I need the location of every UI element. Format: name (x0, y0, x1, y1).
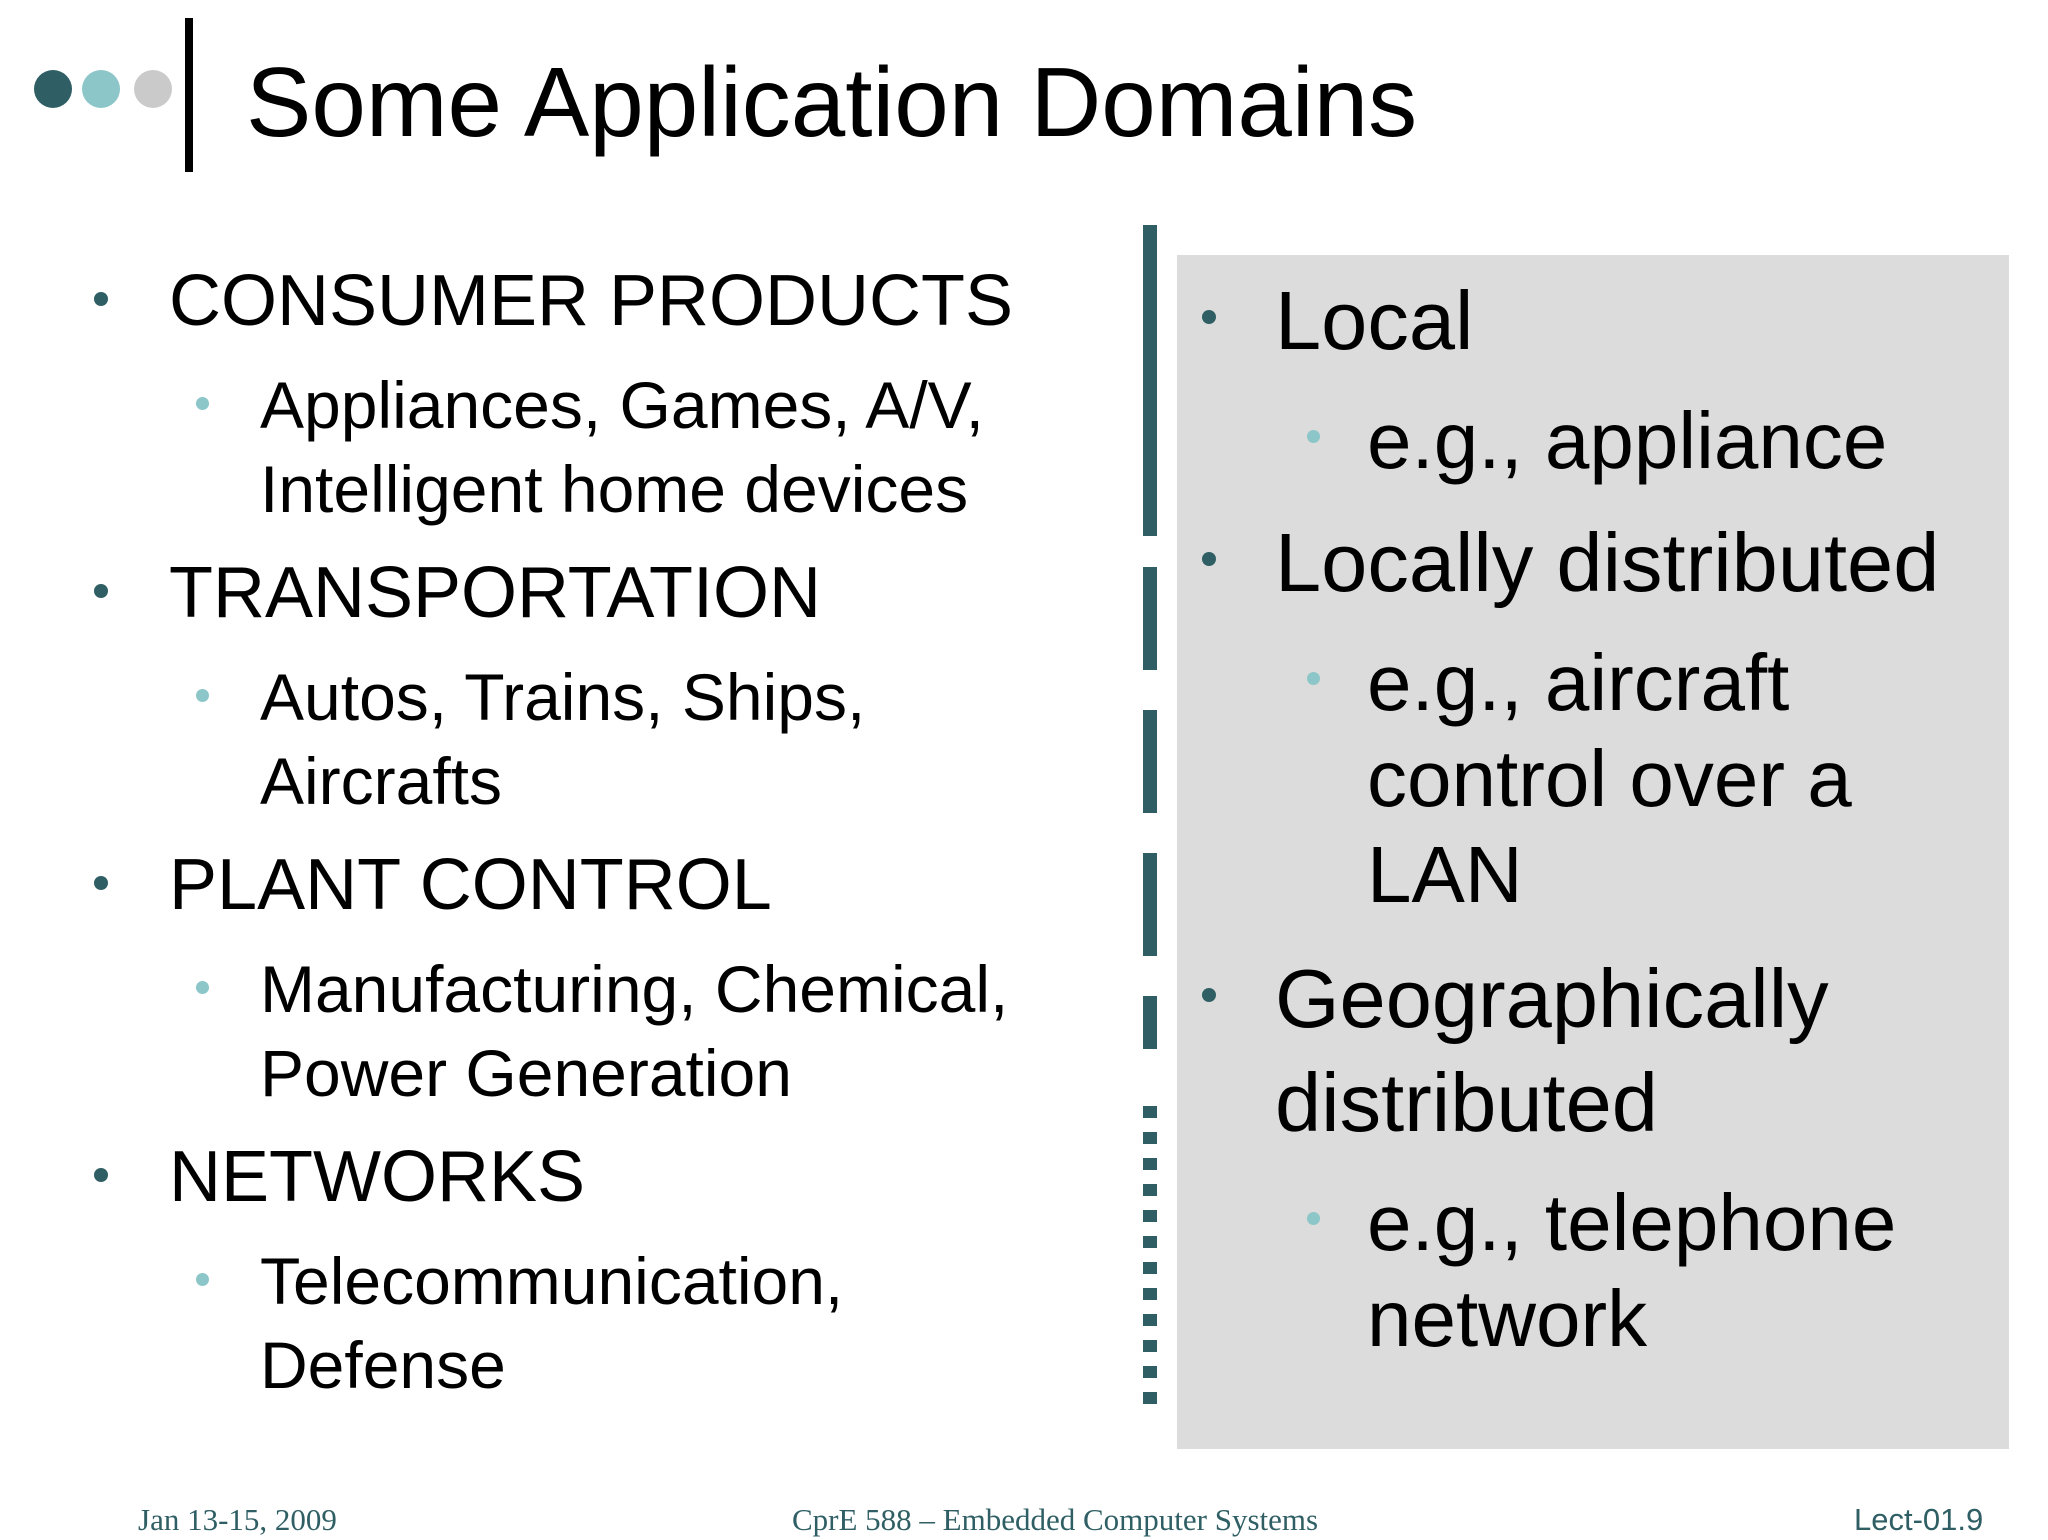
divider-bar (1143, 225, 1157, 536)
right-detail-line: e.g., telephone (1367, 1178, 1897, 1267)
decorative-dot-light-icon (82, 70, 120, 108)
right-heading-locally-distributed: Locally distributed (1275, 516, 1940, 609)
divider-dash (1143, 1392, 1157, 1404)
divider-dash (1143, 1262, 1157, 1274)
divider-dash (1143, 1236, 1157, 1248)
divider-dash (1143, 1106, 1157, 1118)
divider-bar (1143, 567, 1157, 670)
divider-dash (1143, 1314, 1157, 1326)
title-divider (185, 18, 193, 172)
left-heading-transportation: TRANSPORTATION (169, 553, 822, 633)
bullet-icon (1202, 310, 1216, 324)
decorative-dot-dark-icon (34, 70, 72, 108)
divider-dash (1143, 1210, 1157, 1222)
footer-slide-number: Lect-01.9 (1854, 1502, 1984, 1537)
left-detail-line: Aircrafts (260, 744, 503, 818)
right-heading-local: Local (1275, 274, 1474, 367)
footer-date: Jan 13-15, 2009 (138, 1502, 337, 1537)
bullet-icon (94, 1168, 108, 1182)
divider-dash (1143, 1132, 1157, 1144)
left-detail-line: Manufacturing, Chemical, (260, 952, 1009, 1026)
bullet-icon (94, 584, 108, 598)
sub-bullet-icon (1307, 1212, 1320, 1225)
slide-title: Some Application Domains (246, 47, 1418, 157)
right-detail-line: control over a (1367, 734, 1852, 823)
right-detail-line: e.g., aircraft (1367, 638, 1790, 727)
divider-dash (1143, 1158, 1157, 1170)
footer-course: CprE 588 – Embedded Computer Systems (792, 1502, 1319, 1537)
right-heading-distributed: distributed (1275, 1056, 1658, 1149)
right-heading-geographically: Geographically (1275, 952, 1829, 1045)
left-detail-line: Appliances, Games, A/V, (260, 368, 984, 442)
right-panel (1177, 255, 2009, 1449)
divider-bar (1143, 996, 1157, 1049)
right-detail-line: e.g., appliance (1367, 396, 1888, 485)
sub-bullet-icon (196, 689, 209, 702)
decorative-dot-gray-icon (134, 70, 172, 108)
divider-dash (1143, 1366, 1157, 1378)
bullet-icon (94, 876, 108, 890)
sub-bullet-icon (196, 1273, 209, 1286)
right-detail-line: network (1367, 1274, 1648, 1363)
bullet-icon (1202, 988, 1216, 1002)
divider-bar (1143, 853, 1157, 956)
divider-bar (1143, 710, 1157, 813)
left-heading-plant-control: PLANT CONTROL (169, 845, 772, 925)
sub-bullet-icon (196, 981, 209, 994)
left-detail-line: Autos, Trains, Ships, (260, 660, 866, 734)
right-detail-line: LAN (1367, 830, 1523, 919)
left-detail-line: Intelligent home devices (260, 452, 969, 526)
left-detail-line: Power Generation (260, 1036, 792, 1110)
divider-dash (1143, 1184, 1157, 1196)
left-detail-line: Telecommunication, (260, 1244, 844, 1318)
left-detail-line: Defense (260, 1328, 506, 1402)
sub-bullet-icon (1307, 672, 1320, 685)
sub-bullet-icon (1307, 430, 1320, 443)
divider-dash (1143, 1288, 1157, 1300)
sub-bullet-icon (196, 397, 209, 410)
left-heading-networks: NETWORKS (169, 1137, 586, 1217)
left-heading-consumer-products: CONSUMER PRODUCTS (169, 261, 1014, 341)
bullet-icon (94, 292, 108, 306)
divider-dash (1143, 1340, 1157, 1352)
bullet-icon (1202, 552, 1216, 566)
